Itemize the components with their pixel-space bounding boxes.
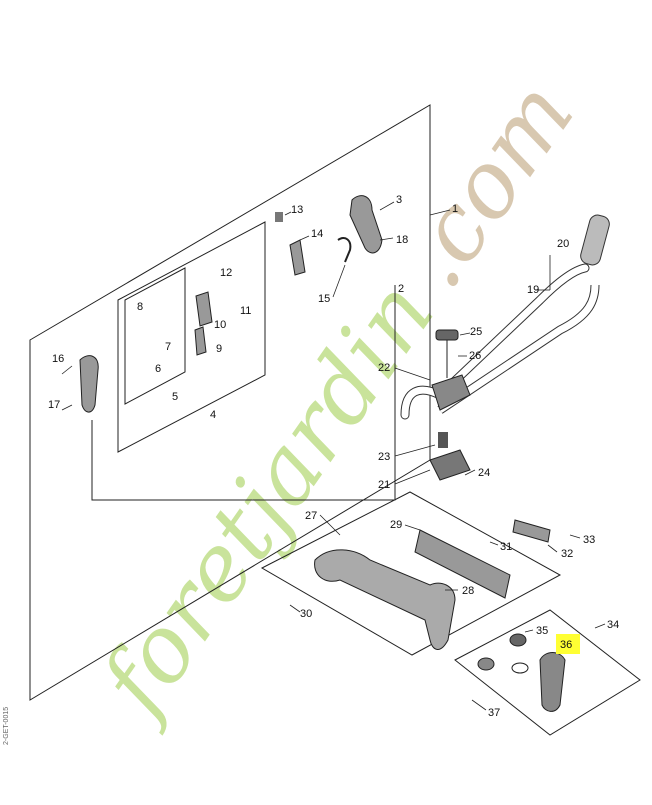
callout-23: 23: [378, 451, 390, 463]
assembly-panel-27: [260, 491, 562, 656]
callout-24: 24: [478, 467, 490, 479]
callout-22: 22: [378, 362, 390, 374]
ring-35b-shape: [511, 662, 529, 674]
callout-20: 20: [557, 238, 569, 250]
handlebar-lower-tube-inner: [438, 284, 599, 413]
clamp-21-shape: [429, 449, 471, 481]
callout-27: 27: [305, 510, 317, 522]
part-14-shape: [289, 239, 306, 276]
part-29-shape: [414, 529, 511, 599]
callout-8: 8: [137, 301, 143, 313]
callout-25: 25: [470, 326, 482, 338]
callout-5: 5: [172, 391, 178, 403]
callout-34: 34: [607, 619, 619, 631]
callout-36: 36: [560, 639, 572, 651]
spring-23-shape: [438, 432, 448, 448]
callout-12: 12: [220, 267, 232, 279]
leader-lines: [61, 201, 606, 711]
housing-27-shape: [314, 549, 456, 650]
callout-21: 21: [378, 479, 390, 491]
assembly-panel-5: [124, 267, 186, 405]
callout-35: 35: [536, 625, 548, 637]
callout-36-highlight: [556, 634, 580, 654]
callout-17: 17: [48, 399, 60, 411]
svg-text:.com: .com: [379, 62, 595, 306]
callout-10: 10: [214, 319, 226, 331]
part-15-shape: [337, 237, 352, 263]
handlebar-tube-inner: [401, 264, 589, 419]
callout-26: 26: [469, 350, 481, 362]
callout-3: 3: [396, 194, 402, 206]
callout-15: 15: [318, 293, 330, 305]
clamp-22-shape: [431, 374, 471, 411]
connector-line: [91, 285, 396, 501]
callout-29: 29: [390, 519, 402, 531]
callout-28: 28: [462, 585, 474, 597]
callout-31: 31: [500, 541, 512, 553]
callout-1: 1: [452, 203, 458, 215]
callout-16: 16: [52, 353, 64, 365]
assembly-panel-34: [454, 609, 641, 736]
callout-37: 37: [488, 707, 500, 719]
part-16-shape: [79, 355, 99, 413]
bushing-shape: [477, 657, 495, 671]
callout-6: 6: [155, 363, 161, 375]
callout-18: 18: [396, 234, 408, 246]
ring-35-shape: [509, 633, 527, 647]
handle-36-shape: [539, 652, 566, 712]
part-3-shape: [349, 195, 383, 254]
callout-33: 33: [583, 534, 595, 546]
assembly-panel-4: [117, 221, 266, 453]
callout-7: 7: [165, 341, 171, 353]
callout-9: 9: [216, 343, 222, 355]
callout-13: 13: [291, 204, 303, 216]
callout-30: 30: [300, 608, 312, 620]
side-code: 2-GET-0015: [3, 707, 10, 745]
part-13-shape: [275, 212, 283, 222]
part-10-shape: [195, 291, 213, 327]
knob-25-shape: [435, 329, 459, 341]
callout-14: 14: [311, 228, 323, 240]
part-9-shape: [194, 326, 207, 356]
callout-11: 11: [240, 305, 251, 317]
grip-20-shape: [580, 214, 610, 266]
callout-32: 32: [561, 548, 573, 560]
part-32-shape: [512, 519, 551, 543]
callout-2: 2: [398, 283, 404, 295]
callout-4: 4: [210, 409, 216, 421]
callout-labels: 1 2 3 4 5 6 7 8 9 10 11 12 13 14 15 16 1…: [48, 194, 619, 719]
callout-19: 19: [527, 284, 539, 296]
